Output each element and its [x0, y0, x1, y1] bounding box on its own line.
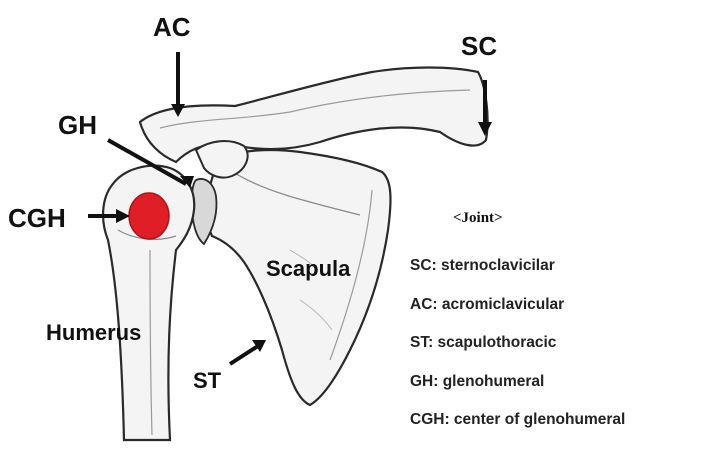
acromion-process: [196, 141, 248, 178]
ac-arrow: [171, 52, 185, 117]
cgh-joint-center-marker: [129, 193, 169, 239]
label-gh: GH: [58, 112, 97, 138]
legend-title: <Joint>: [453, 210, 503, 227]
label-scapula: Scapula: [266, 258, 350, 280]
clavicle-bone: [140, 68, 488, 163]
legend-item: AC: acromiclavicular: [410, 295, 625, 334]
label-st: ST: [193, 370, 221, 392]
label-humerus: Humerus: [46, 322, 141, 344]
legend-item: GH: glenohumeral: [410, 372, 625, 411]
st-arrow: [230, 340, 266, 364]
legend-list: SC: sternoclavicilar AC: acromiclavicula…: [410, 256, 625, 449]
label-ac: AC: [153, 14, 191, 40]
legend-item: CGH: center of glenohumeral: [410, 410, 625, 449]
label-cgh: CGH: [8, 205, 66, 231]
legend-item: SC: sternoclavicilar: [410, 256, 625, 295]
legend-item: ST: scapulothoracic: [410, 333, 625, 372]
label-sc: SC: [461, 33, 497, 59]
